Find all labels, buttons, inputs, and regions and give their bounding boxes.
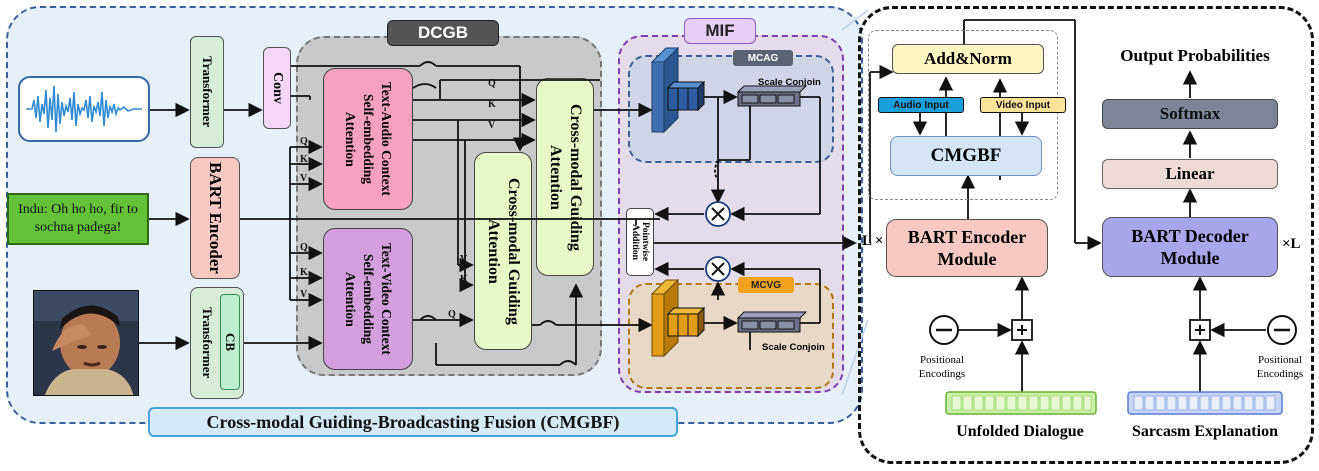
bart-encoder-left: BART Encoder <box>190 157 240 279</box>
transformer-audio: Transformer <box>190 36 224 148</box>
minus-icon <box>1267 315 1297 345</box>
cross-modal-guiding-attention-2: Cross-modal Guiding Attention <box>474 152 532 350</box>
plus-icon <box>1011 319 1033 341</box>
embedding-bar-icon <box>1127 391 1283 415</box>
l-times-label: L × <box>862 233 884 249</box>
q-label-4: Q <box>448 309 456 320</box>
feature-cube-icon <box>650 46 706 134</box>
v-label-3: V <box>488 120 496 131</box>
scale-conjoin-bar-icon <box>736 311 808 333</box>
text-audio-attention: Text-Audio Context Self-embedding Attent… <box>323 68 413 210</box>
pos-enc-left: Positional Encodings <box>918 354 966 380</box>
cross-modal-guiding-attention-1: Cross-modal Guiding Attention <box>536 78 594 276</box>
cmgbf-title: Cross-modal Guiding-Broadcasting Fusion … <box>148 407 678 437</box>
text-video-attention: Text-Video Context Self-embedding Attent… <box>323 228 413 370</box>
scale-conjoin-bar-icon <box>736 85 808 107</box>
v-label-4: V <box>460 254 468 265</box>
mcag-label: MCAG <box>733 50 793 66</box>
mif-label: MIF <box>684 18 756 44</box>
k-label-2: K <box>300 267 308 278</box>
unfolded-dialogue-label: Unfolded Dialogue <box>956 423 1084 440</box>
dialogue-box: Indu: Oh ho ho, fir to sochna padega! <box>7 193 149 245</box>
k-label-1: K <box>300 154 308 165</box>
audio-input-tag: Audio Input <box>878 97 964 113</box>
cb-block: CB <box>220 294 240 390</box>
waveform-icon <box>26 85 142 133</box>
bart-decoder-module: BART Decoder Module <box>1102 217 1278 277</box>
times-l-label: ×L <box>1282 236 1301 252</box>
q-label-2: Q <box>300 242 308 253</box>
face-photo <box>33 290 139 396</box>
k-label-4: K <box>460 274 468 285</box>
k-label-3: K <box>488 99 496 110</box>
audio-waveform <box>18 76 150 142</box>
v-label-1: V <box>300 173 308 184</box>
face-photo-icon <box>34 291 138 395</box>
multiply-icon <box>705 256 731 282</box>
feature-cube-icon <box>650 278 706 358</box>
model-panel <box>858 6 1314 464</box>
add-norm-block: Add&Norm <box>892 44 1044 74</box>
embedding-bar-icon <box>945 391 1097 415</box>
softmax-block: Softmax <box>1102 99 1278 129</box>
mcvg-label: MCVG <box>738 277 794 293</box>
cmgbf-block: CMGBF <box>890 136 1042 176</box>
plus-icon <box>1189 319 1211 341</box>
q-label-1: Q <box>300 136 308 147</box>
scale-conjoin-label-bottom: Scale Conjoin <box>762 342 825 353</box>
scale-conjoin-label-top: Scale Conjoin <box>758 77 821 88</box>
multiply-icon <box>705 201 731 227</box>
linear-block: Linear <box>1102 159 1278 189</box>
v-label-2: V <box>300 289 308 300</box>
video-input-tag: Video Input <box>980 97 1066 113</box>
pos-enc-right: Positional Encodings <box>1256 354 1304 380</box>
conv-block: Conv <box>263 47 291 129</box>
sarcasm-explanation-label: Sarcasm Explanation <box>1132 423 1278 440</box>
dcgb-label: DCGB <box>387 20 499 46</box>
bart-encoder-module: BART Encoder Module <box>886 219 1048 277</box>
transformer-video-label: Transformer <box>200 307 215 379</box>
q-label-3: Q <box>488 78 496 89</box>
minus-icon <box>929 315 959 345</box>
output-probabilities-label: Output Probabilities <box>1120 46 1270 65</box>
encoder-inner-panel <box>868 30 1058 200</box>
